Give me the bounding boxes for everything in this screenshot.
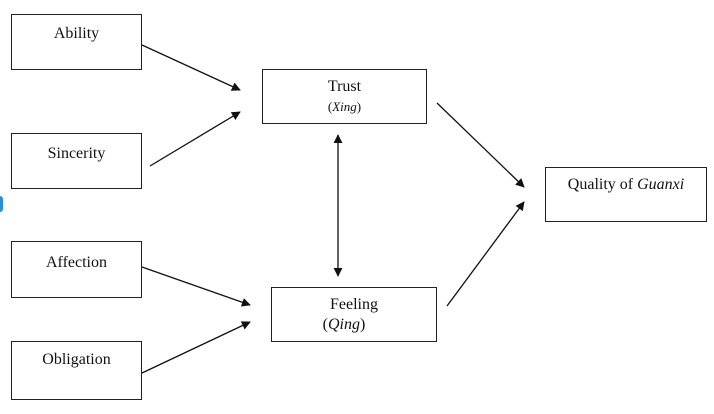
node-trust-sublabel: (Xing)	[263, 99, 426, 115]
node-trust-label: Trust	[327, 78, 362, 95]
node-feeling-sublabel: (Qing)	[262, 316, 426, 334]
node-affection-label: Affection	[45, 254, 107, 271]
node-ability-label: Ability	[53, 25, 100, 42]
node-feeling: Feeling (Qing)	[271, 287, 437, 342]
node-feeling-label: Feeling	[330, 296, 378, 313]
edge-trust-to-quality	[436, 102, 525, 188]
node-quality-of-guanxi: Quality of Guanxi	[545, 167, 707, 222]
node-quality-label-text: Quality of	[567, 176, 638, 193]
edge-feeling-to-quality	[446, 201, 525, 307]
node-sincerity-label: Sincerity	[47, 145, 106, 162]
node-feeling-paren-open: (	[322, 316, 328, 333]
node-trust-paren-open: (	[327, 99, 333, 114]
node-obligation-label: Obligation	[42, 351, 111, 368]
edge-obligation-to-feeling	[141, 321, 251, 374]
node-sincerity: Sincerity	[11, 133, 142, 189]
node-quality-label-italic: Guanxi	[637, 176, 685, 193]
node-feeling-paren-close: )	[360, 316, 366, 333]
node-obligation: Obligation	[11, 341, 142, 400]
node-trust: Trust (Xing)	[262, 69, 427, 124]
node-feeling-sub: Qing	[328, 316, 360, 333]
node-trust-sub: Xing	[332, 99, 357, 114]
node-affection: Affection	[11, 241, 142, 298]
side-edge-accent	[0, 196, 3, 212]
edge-affection-to-feeling	[141, 266, 251, 307]
node-quality-label: Quality of Guanxi	[546, 176, 706, 194]
edge-sincerity-to-trust	[149, 111, 241, 167]
node-ability: Ability	[11, 14, 142, 70]
node-trust-paren-close: )	[356, 99, 362, 114]
edge-ability-to-trust	[141, 44, 241, 91]
